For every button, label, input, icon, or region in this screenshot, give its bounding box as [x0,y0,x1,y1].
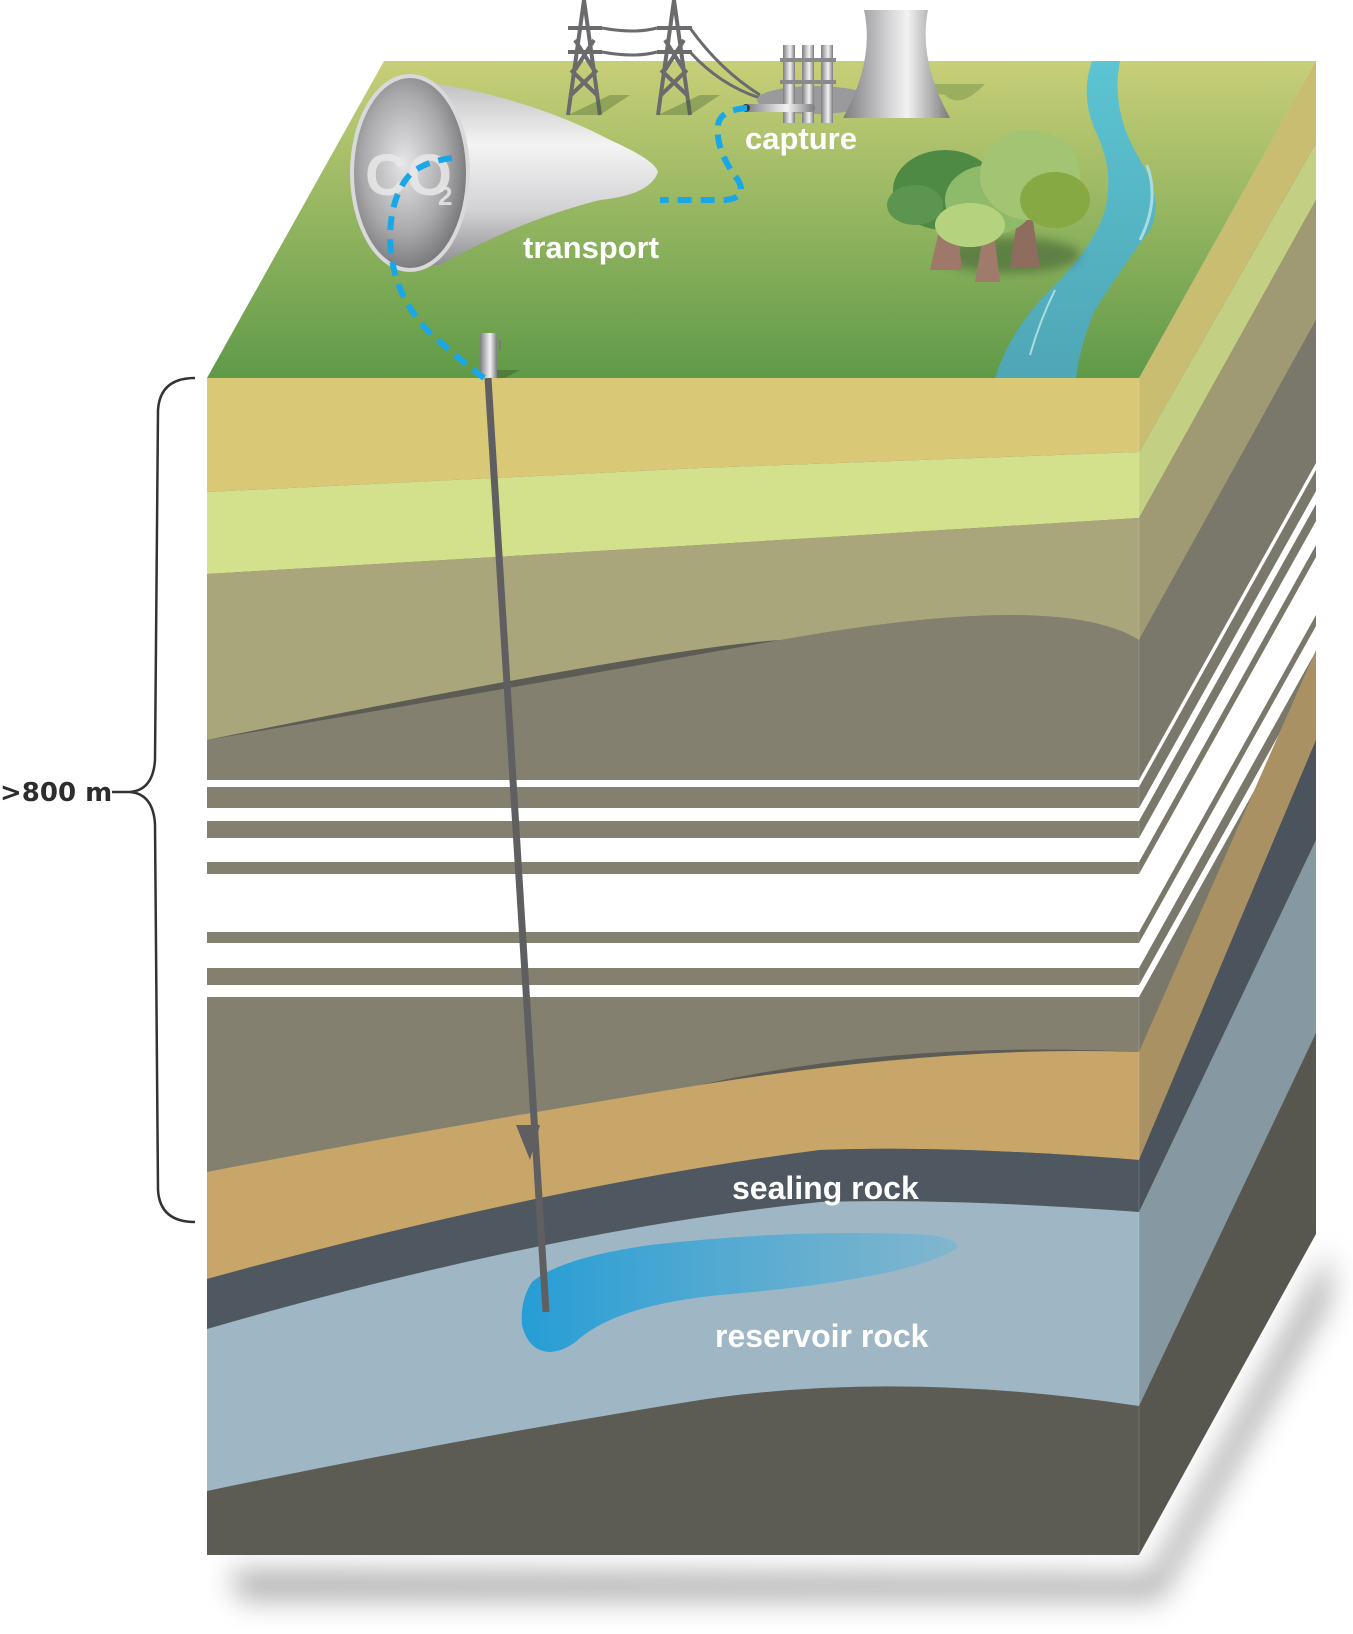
stratum-sealing-rock [207,1148,1139,1329]
stratum-reservoir-rock [207,1201,1139,1491]
sealing-rock-label: sealing rock [732,1170,919,1206]
side-thin-beds [1139,463,1316,997]
river [995,61,1156,378]
side-sandstone [1139,650,1316,1160]
side-reservoir-rock [1139,840,1316,1406]
flow-arrow-icon [516,1125,540,1160]
cooling-tower-icon [843,10,985,118]
stratum-light-clay [207,452,1139,574]
trees-icon [887,130,1090,282]
co2-subscript: 2 [438,181,452,211]
transport-label: transport [523,230,659,265]
capture-label: capture [745,121,857,156]
co2-pipeline [386,105,748,381]
reservoir-rock-label: reservoir rock [715,1318,929,1354]
side-light-clay [1139,143,1316,518]
depth-label: >800 m [0,778,112,808]
power-pylon-icon [566,0,761,116]
side-sealing-rock [1139,740,1316,1212]
depth-bracket [112,376,196,1224]
side-topsoil [1139,61,1316,452]
front-face-strata [207,378,1139,1555]
capture-plant-icon [742,45,873,123]
co2-transport-vessel-icon: CO 2 [350,74,658,272]
injection-well [484,377,550,1313]
side-face-strata [1139,61,1316,1555]
thin-bedded-layers [207,780,1139,997]
stratum-sandstone [207,1050,1139,1279]
side-khaki [1139,200,1316,640]
stratum-grey-lower [207,997,1139,1172]
co2-plume [521,1232,958,1352]
stratum-khaki [207,518,1139,740]
wellhead-icon [480,333,520,378]
pylon-shadows [568,95,720,115]
stratum-grey-upper [207,615,1139,780]
stratum-topsoil [207,378,1139,492]
